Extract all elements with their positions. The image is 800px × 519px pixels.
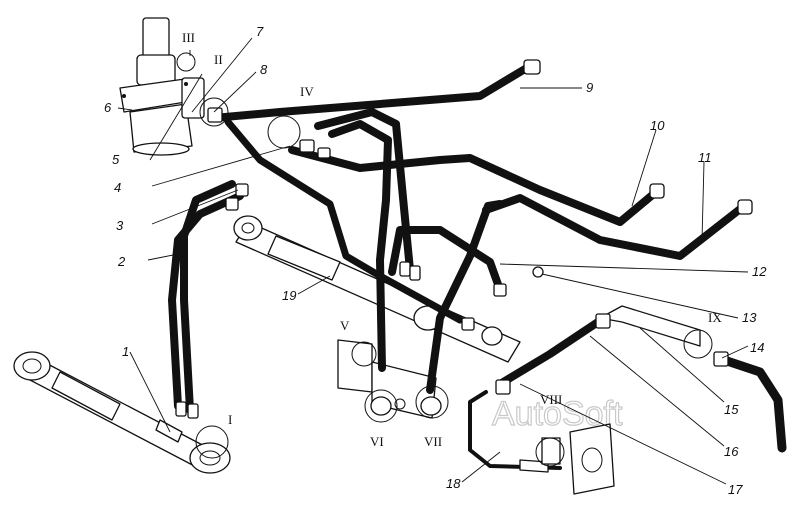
leader-lines	[117, 37, 749, 485]
hydraulic-distributor	[119, 17, 205, 156]
detail-label-VI: VI	[370, 434, 384, 449]
callout-3: 3	[116, 218, 124, 233]
callout-1: 1	[122, 344, 129, 359]
callout-4: 4	[114, 180, 121, 195]
callout-19: 19	[282, 288, 296, 303]
callout-18: 18	[446, 476, 461, 491]
detail-label-III: III	[182, 30, 195, 45]
callout-5: 5	[112, 152, 120, 167]
lower-valve-body	[337, 339, 442, 419]
detail-label-V: V	[340, 318, 350, 333]
callout-12: 12	[752, 264, 767, 279]
detail-label-II: II	[214, 52, 223, 67]
detail-label-I: I	[228, 412, 232, 427]
callout-7: 7	[256, 24, 264, 39]
hoses	[168, 62, 787, 453]
callout-2: 2	[117, 254, 126, 269]
detail-label-VII: VII	[424, 434, 442, 449]
callout-9: 9	[586, 80, 593, 95]
callout-10: 10	[650, 118, 665, 133]
callout-15: 15	[724, 402, 739, 417]
right-pipe-frame	[468, 305, 701, 495]
detail-label-VIII: VIII	[540, 392, 562, 407]
detail-label-IV: IV	[300, 84, 314, 99]
callout-13: 13	[742, 310, 757, 325]
detail-label-IX: IX	[708, 310, 722, 325]
callout-14: 14	[750, 340, 764, 355]
callout-16: 16	[724, 444, 739, 459]
callout-11: 11	[698, 150, 712, 165]
hydraulic-cylinder-left	[13, 351, 231, 474]
callout-6: 6	[104, 100, 112, 115]
detail-circles	[176, 52, 713, 467]
hose-fittings	[175, 59, 753, 419]
callout-8: 8	[260, 62, 268, 77]
callout-17: 17	[728, 482, 743, 497]
